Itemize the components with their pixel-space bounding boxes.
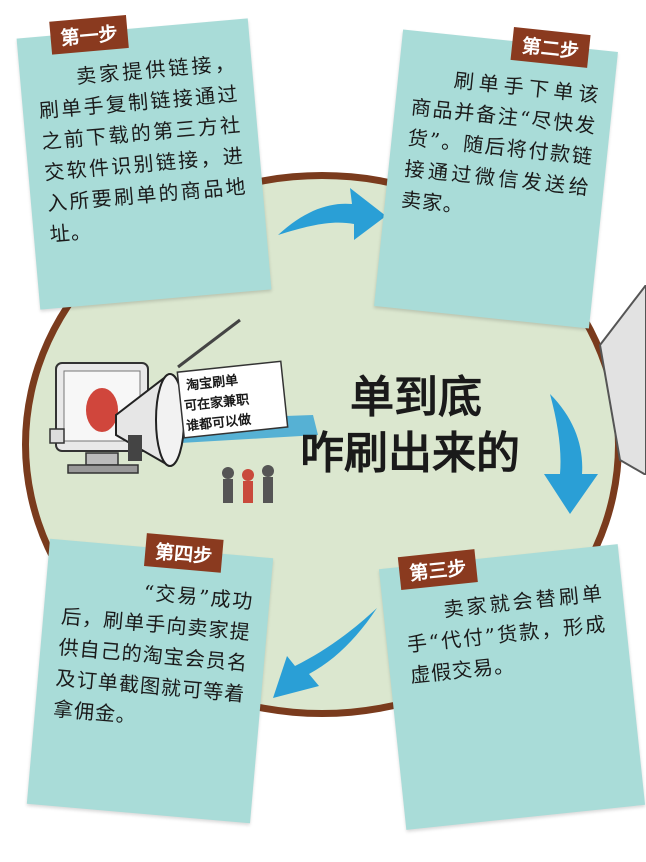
arrow-down-icon [544,394,598,514]
side-panel [598,285,646,475]
step-tag-3: 第三步 [397,549,478,591]
page-title-line-2: 咋刷出来的 [300,428,520,479]
page-title-line-1: 单到底 [350,372,482,423]
step-card-3: 第三步 卖家就会替刷单手“代付”货款，形成虚假交易。 [378,544,646,830]
step-card-4: 第四步 “交易”成功后，刷单手向卖家提供自己的淘宝会员名及订单截图就可等着拿佣金… [26,533,274,824]
step-text-3: 卖家就会替刷单手“代付”货款，形成虚假交易。 [405,581,608,688]
arrow-left-down-icon [273,608,377,698]
step-text-1: 卖家提供链接，刷单手复制链接通过之前下载的第三方社交软件识别链接，进入所要刷单的… [37,50,248,247]
megaphone-icon [115,372,185,467]
step-text-4: “交易”成功后，刷单手向卖家提供自己的淘宝会员名及订单截图就可等着拿佣金。 [52,580,255,728]
step-tag-4: 第四步 [143,533,224,573]
step-tag-2: 第二步 [510,27,591,68]
megaphone-illustration [49,318,318,503]
step-card-2: 第二步 刷单手下单该商品并备注“尽快发货”。随后将付款链接通过微信发送给卖家。 [374,27,618,329]
step-tag-1: 第一步 [49,15,129,55]
figures [222,465,274,503]
step-card-1: 第一步 卖家提供链接，刷单手复制链接通过之前下载的第三方社交软件识别链接，进入所… [16,15,272,310]
step-text-2: 刷单手下单该商品并备注“尽快发货”。随后将付款链接通过微信发送给卖家。 [400,68,601,218]
arrow-right-icon [278,188,386,240]
